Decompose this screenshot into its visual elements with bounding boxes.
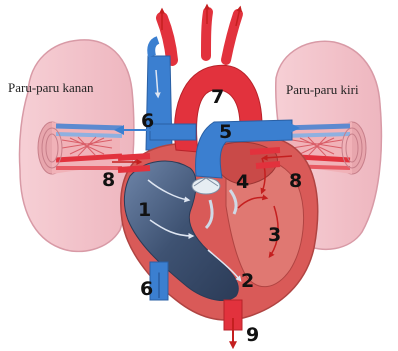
number-8-left: 8 [102,169,115,191]
descending-aorta [224,300,242,346]
left-lung-label: Paru-paru kiri [286,82,359,97]
number-4: 4 [236,171,249,193]
number-8-right: 8 [289,170,302,192]
number-7: 7 [211,86,224,108]
aorta-branches [162,6,240,60]
number-2: 2 [241,270,254,292]
number-3: 3 [268,224,281,246]
right-lung [19,40,133,252]
number-6-bottom: 6 [140,278,153,300]
number-6-top: 6 [141,110,154,132]
number-9: 9 [246,324,259,346]
number-5: 5 [219,121,232,143]
number-1: 1 [138,199,151,221]
right-lung-vessels [38,122,122,174]
right-lung-label: Paru-paru kanan [8,80,94,95]
